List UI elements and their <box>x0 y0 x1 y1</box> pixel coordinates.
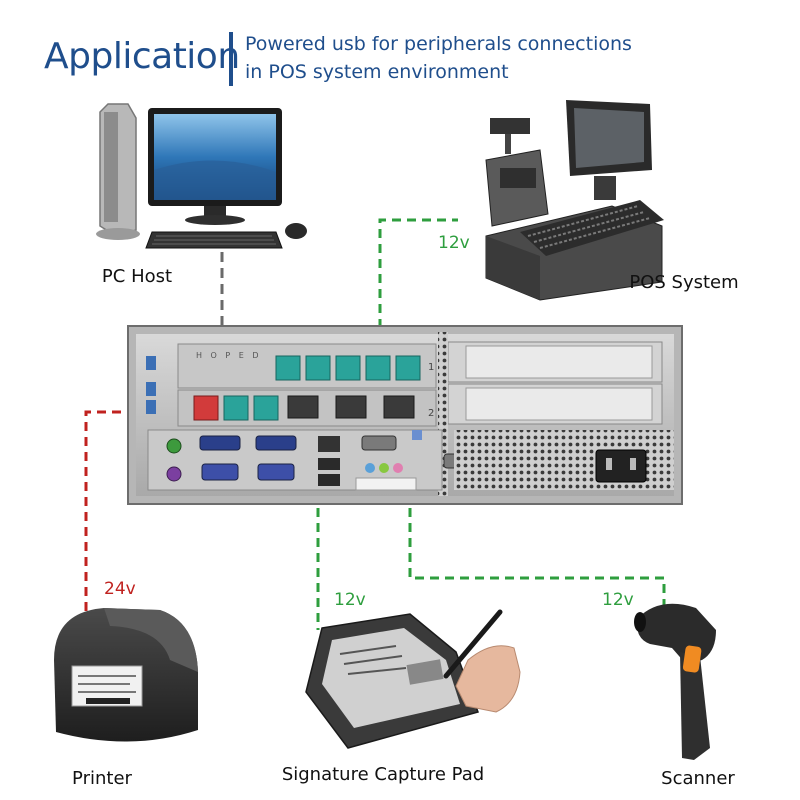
powered-usb-ports-row-1 <box>275 355 421 381</box>
powered-usb-ports-row-2 <box>193 395 279 421</box>
page-title: Application <box>44 36 240 77</box>
printer-illustration <box>54 608 198 742</box>
slot-label-2: 2 <box>428 408 434 419</box>
signature-pad-voltage-label: 12v <box>334 590 366 610</box>
slot-label-1: 1 <box>428 362 434 373</box>
pos-system-illustration <box>485 100 664 301</box>
signature-pad-illustration <box>305 609 521 749</box>
ethernet-ports <box>287 395 415 419</box>
subtitle-line-1: Powered usb for peripherals connections <box>245 33 632 55</box>
subtitle-line-2: in POS system environment <box>245 61 509 83</box>
port-header-label: H O P E D <box>196 351 262 360</box>
pos-voltage-label: 12v <box>438 233 470 253</box>
pc-host-illustration <box>96 103 307 249</box>
printer-label: Printer <box>72 768 132 789</box>
printer-voltage-label: 24v <box>104 579 136 599</box>
pos-12v-line <box>378 218 458 358</box>
scanner-illustration <box>634 603 716 760</box>
pos-system-label: POS System <box>629 272 738 293</box>
title-divider <box>229 32 233 86</box>
pc-host-label: PC Host <box>102 266 172 287</box>
signature-pad-label: Signature Capture Pad <box>282 764 484 785</box>
scanner-voltage-label: 12v <box>602 590 634 610</box>
pos-rear-panel: H O P E D 1 2 <box>127 325 683 505</box>
scanner-label: Scanner <box>661 768 735 789</box>
